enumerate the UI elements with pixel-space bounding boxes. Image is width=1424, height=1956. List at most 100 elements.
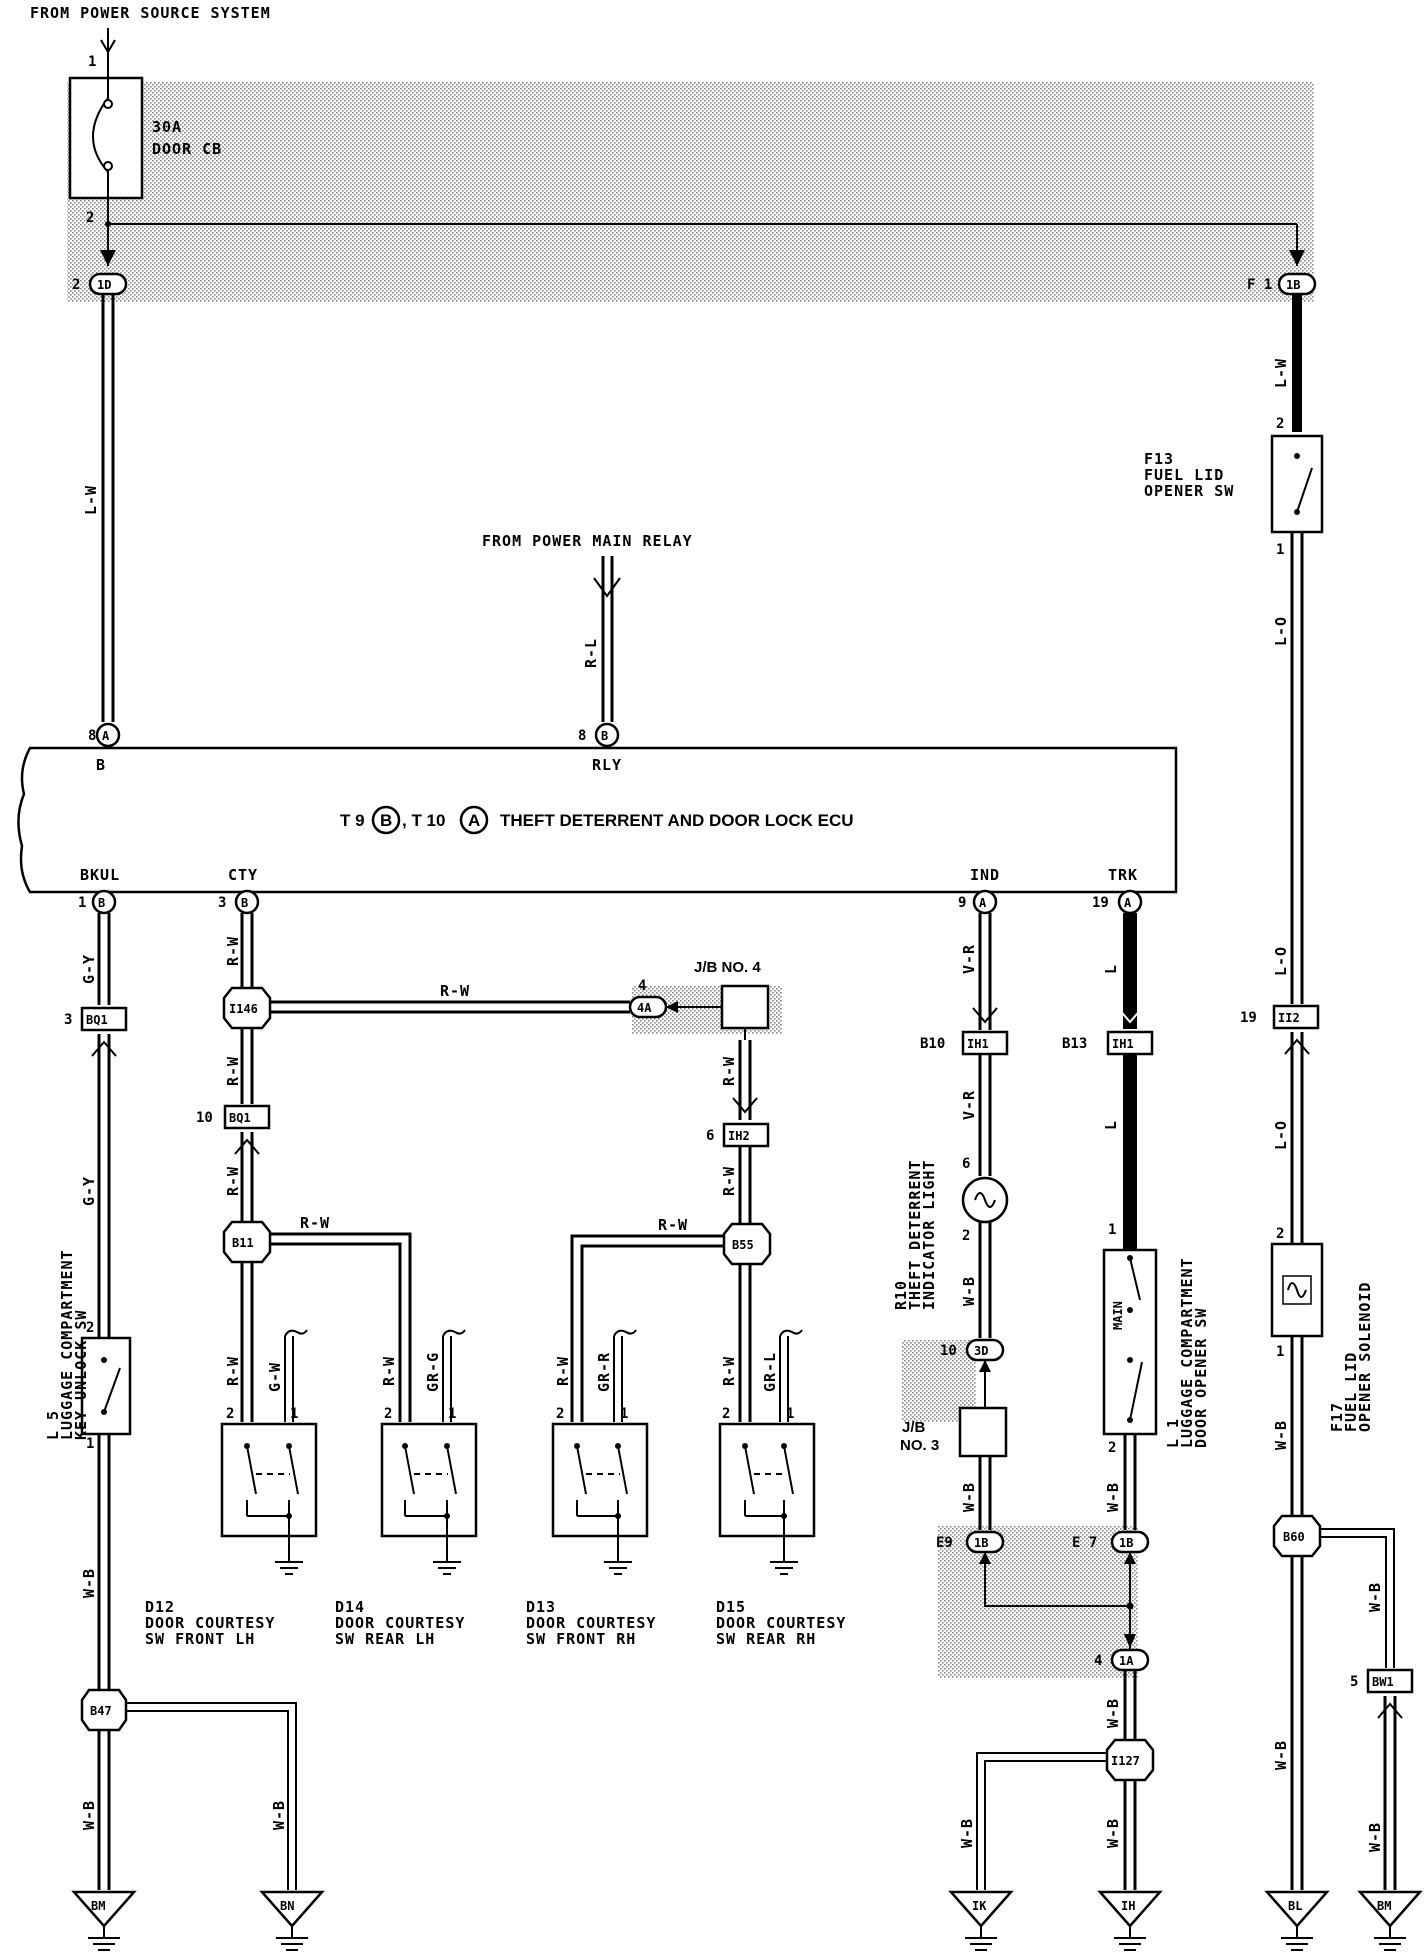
svg-text:CTY: CTY [228,866,258,884]
label-d13: D13 DOOR COURTESY SW FRONT RH [526,1598,655,1648]
svg-text:W-B: W-B [270,1800,288,1830]
ground-bn: BN [259,1890,325,1951]
svg-text:R-W: R-W [380,1356,398,1386]
svg-text:GR-R: GR-R [595,1352,613,1392]
svg-text:6: 6 [706,1128,714,1144]
svg-text:B55: B55 [732,1238,754,1252]
svg-text:L-O: L-O [1272,946,1290,976]
svg-text:R-W: R-W [720,1356,738,1386]
svg-text:R-W: R-W [224,1166,242,1196]
svg-text:J/B: J/B [902,1419,926,1436]
svg-text:1: 1 [448,1406,456,1422]
svg-text:1A: 1A [1119,1654,1134,1668]
ground-bl: BL [1264,1890,1330,1951]
svg-text:R-W: R-W [440,982,470,1000]
breaker-rating: 30A [152,118,182,136]
wire-label-lw-left: L-W [82,485,100,515]
svg-text:5: 5 [1350,1674,1358,1690]
svg-text:W-B: W-B [1366,1582,1384,1612]
svg-text:W-B: W-B [80,1568,98,1598]
theft-deterrent-indicator-light [961,1176,1009,1224]
connector-1b-e7: 1B E 7 [1072,1530,1150,1554]
svg-text:4: 4 [1094,1653,1102,1669]
svg-text:1: 1 [1276,1344,1284,1360]
svg-text:1B: 1B [1286,278,1300,292]
svg-text:6: 6 [962,1156,970,1172]
svg-text:2: 2 [1108,1440,1116,1456]
svg-text:W-B: W-B [1104,1698,1122,1728]
svg-text:J/B NO. 4: J/B NO. 4 [694,959,761,976]
svg-text:2: 2 [556,1406,564,1422]
svg-text:1: 1 [620,1406,628,1422]
svg-text:B13: B13 [1062,1036,1087,1052]
door-circuit-breaker: 30A DOOR CB [68,76,221,200]
connector-1a: 1A 4 [1094,1648,1150,1672]
luggage-door-opener-switch: MAIN [1102,1248,1158,1436]
label-r10: R10 THEFT DETERRENT INDICATOR LIGHT [892,1160,938,1310]
svg-text:FUEL LID: FUEL LID [1342,1352,1360,1432]
label-d15: D15 DOOR COURTESY SW REAR RH [716,1598,845,1648]
svg-text:IK: IK [972,1899,987,1913]
svg-text:GR-G: GR-G [424,1352,442,1392]
label-f13: F13 FUEL LID OPENER SW [1144,450,1233,500]
svg-text:2: 2 [1276,1226,1284,1242]
svg-text:SW FRONT LH: SW FRONT LH [145,1630,255,1648]
svg-text:L 1: L 1 [1164,1418,1182,1448]
ecu-pin-rly [594,722,620,748]
svg-text:B47: B47 [90,1704,112,1718]
ground-bm-left: BM [71,1890,137,1951]
svg-text:L-O: L-O [1272,1120,1290,1150]
svg-text:D12: D12 [145,1598,175,1616]
svg-text:D15: D15 [716,1598,746,1616]
ecu-name: THEFT DETERRENT AND DOOR LOCK ECU [500,811,854,830]
svg-text:F17: F17 [1328,1402,1346,1432]
svg-text:BQ1: BQ1 [86,1013,108,1027]
svg-text:2: 2 [86,210,94,226]
splice-i146: I146 [222,986,272,1030]
svg-text:4A: 4A [637,1001,652,1015]
svg-text:L: L [1102,1120,1120,1130]
svg-text:IH1: IH1 [1112,1037,1134,1051]
svg-text:9: 9 [958,895,966,911]
svg-text:R-W: R-W [554,1356,572,1386]
svg-text:R10: R10 [892,1280,910,1310]
svg-text:1B: 1B [974,1536,988,1550]
svg-text:8: 8 [88,728,96,744]
door-courtesy-sw-rear-lh [380,1422,478,1538]
svg-text:SW REAR RH: SW REAR RH [716,1630,816,1648]
svg-text:W-B: W-B [1272,1420,1290,1450]
svg-text:1: 1 [88,54,96,70]
svg-text:BKUL: BKUL [80,866,120,884]
svg-text:B: B [98,896,105,910]
svg-text:2: 2 [226,1406,234,1422]
svg-text:V-R: V-R [960,944,978,974]
svg-text:DOOR COURTESY: DOOR COURTESY [145,1614,275,1632]
svg-text:R-W: R-W [224,936,242,966]
connector-ii2: II2 19 [1240,1004,1320,1030]
label-f17: F17 FUEL LID OPENER SOLENOID [1328,1282,1374,1432]
ground-bm-right: BM [1357,1890,1423,1951]
svg-text:2: 2 [722,1406,730,1422]
svg-text:A: A [468,811,480,830]
svg-text:IND: IND [970,866,1000,884]
svg-text:BW1: BW1 [1372,1675,1394,1689]
ground-ih: IH [1097,1890,1163,1951]
connector-ih1-b: IH1 B13 [1062,1030,1154,1056]
svg-text:I127: I127 [1111,1754,1140,1768]
svg-text:R-W: R-W [720,1166,738,1196]
svg-text:BM: BM [1377,1899,1391,1913]
svg-text:B11: B11 [232,1236,254,1250]
svg-text:A: A [1124,896,1132,910]
svg-text:L-O: L-O [1272,616,1290,646]
svg-text:IH: IH [1121,1899,1135,1913]
svg-text:2: 2 [384,1406,392,1422]
svg-text:B: B [241,896,248,910]
svg-text:BM: BM [91,1899,105,1913]
svg-text:1: 1 [86,1436,94,1452]
connector-1b-e9: 1B E9 [936,1530,1005,1554]
svg-text:T 9: T 9 [340,811,365,830]
svg-text:W-B: W-B [958,1818,976,1848]
svg-text:D13: D13 [526,1598,556,1616]
svg-text:A: A [102,729,110,743]
power-main-relay-label: FROM POWER MAIN RELAY [482,532,693,550]
